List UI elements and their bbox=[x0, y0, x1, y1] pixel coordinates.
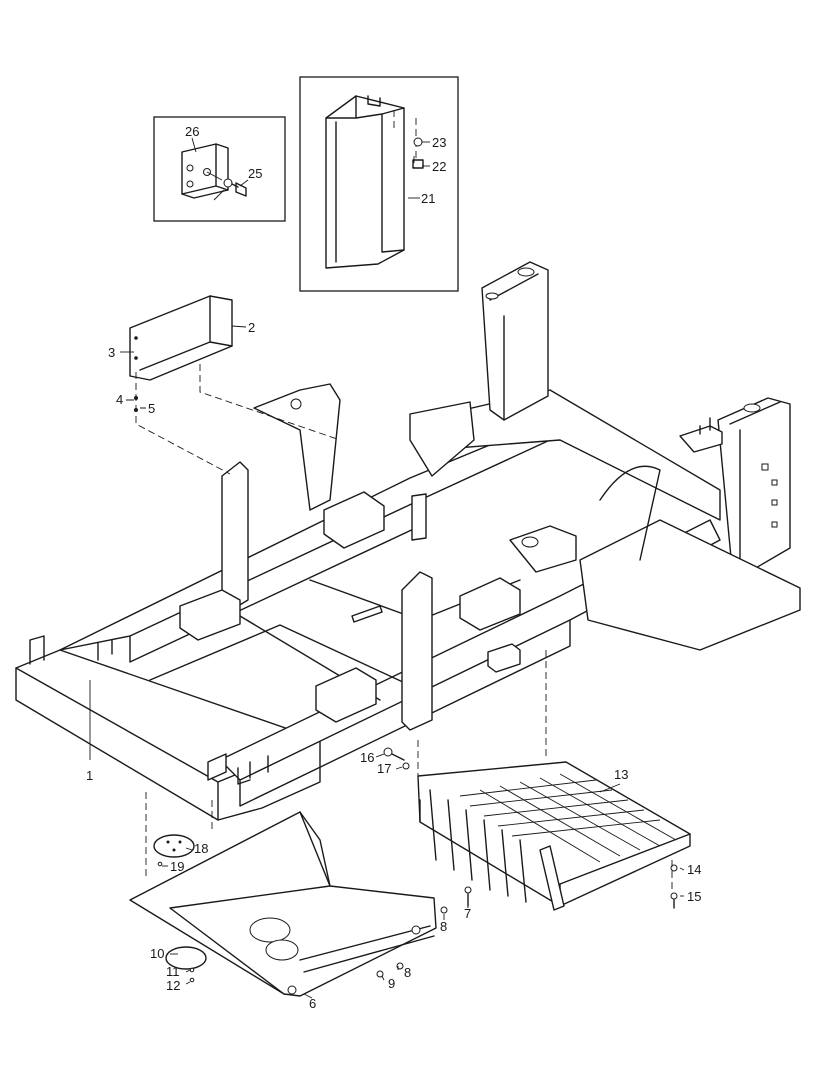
callout-8a: 8 bbox=[440, 919, 447, 934]
callout-15: 15 bbox=[687, 889, 701, 904]
callout-22: 22 bbox=[432, 159, 446, 174]
callout-7: 7 bbox=[464, 906, 471, 921]
callout-2: 2 bbox=[248, 320, 255, 335]
inset-bracket-detail bbox=[153, 116, 286, 222]
fasteners bbox=[157, 747, 678, 983]
callout-9: 9 bbox=[388, 976, 395, 991]
callout-19: 19 bbox=[170, 859, 184, 874]
callout-13: 13 bbox=[614, 767, 628, 782]
callout-labels: 26 25 23 22 21 2 3 4 5 1 16 17 13 18 19 … bbox=[86, 124, 701, 1011]
inset-channel-detail bbox=[299, 76, 459, 292]
callout-12: 12 bbox=[166, 978, 180, 993]
part-6-under-cover bbox=[129, 811, 437, 997]
callout-23: 23 bbox=[432, 135, 446, 150]
leader-lines bbox=[89, 137, 685, 999]
part-13-step bbox=[417, 761, 691, 911]
callout-6: 6 bbox=[309, 996, 316, 1011]
callout-16: 16 bbox=[360, 750, 374, 765]
callout-17: 17 bbox=[377, 761, 391, 776]
callout-8b: 8 bbox=[404, 965, 411, 980]
callout-11: 11 bbox=[166, 964, 180, 979]
plate-parts bbox=[153, 834, 207, 970]
callout-4: 4 bbox=[116, 392, 123, 407]
callout-5: 5 bbox=[148, 401, 155, 416]
part-2-bracket bbox=[129, 295, 233, 412]
callout-10: 10 bbox=[150, 946, 164, 961]
callout-1: 1 bbox=[86, 768, 93, 783]
callout-25: 25 bbox=[248, 166, 262, 181]
callout-24: 26 bbox=[185, 124, 199, 139]
assembly-lines bbox=[135, 156, 673, 890]
callout-3: 3 bbox=[108, 345, 115, 360]
callout-18: 18 bbox=[194, 841, 208, 856]
callout-21: 21 bbox=[421, 191, 435, 206]
main-frame bbox=[15, 261, 801, 821]
callout-14: 14 bbox=[687, 862, 701, 877]
